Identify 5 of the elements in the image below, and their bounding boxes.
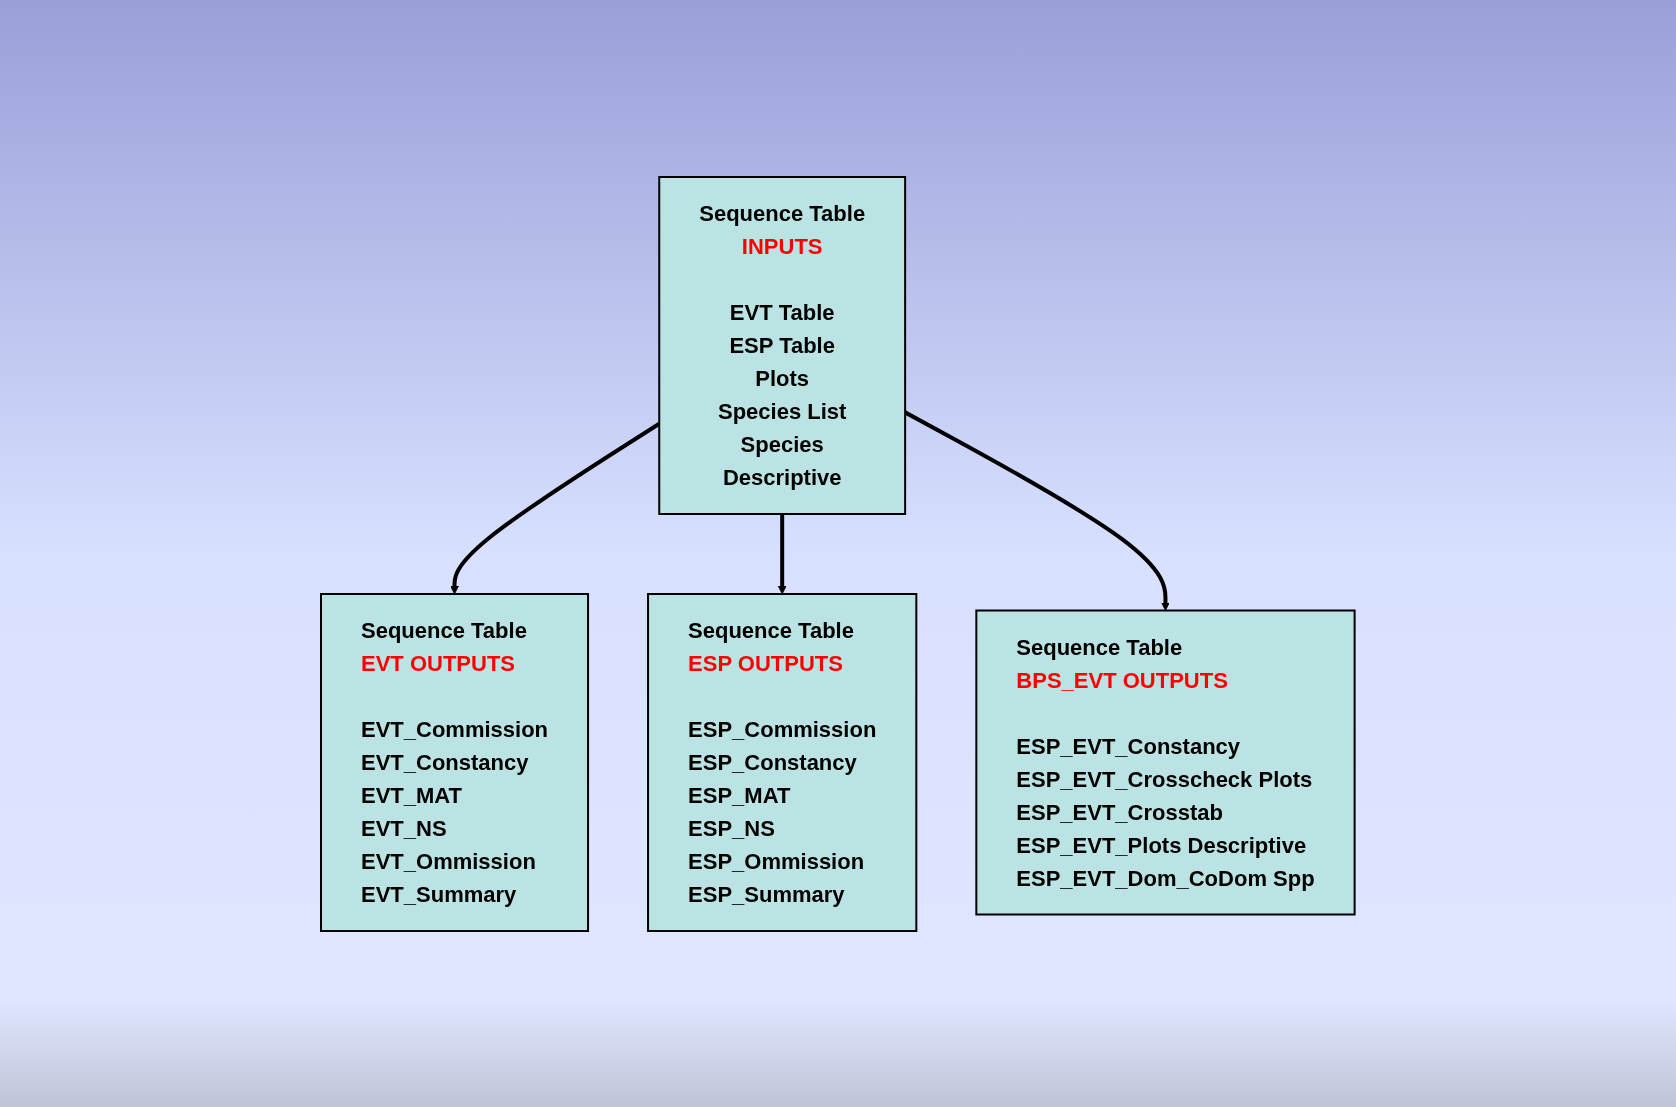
arrow — [778, 513, 787, 594]
node-box: Sequence Table BPS_EVT OUTPUTS ESP_EVT_Constancy ESP_EVT_Crosscheck Plots ESP_EVT_Crosstab ESP_EVT_Plots Descriptive ESP_EVT_Dom_CoDom Spp — [975, 609, 1356, 915]
node-box: Sequence Table EVT OUTPUTS EVT_Commission EVT_Constancy EVT_MAT EVT_NS EVT_Ommission EVT_Summary — [320, 592, 590, 932]
node-box: Sequence Table ESP OUTPUTS ESP_Commission ESP_Constancy ESP_MAT ESP_NS ESP_Ommission ESP_Summary — [647, 592, 918, 932]
node-box: Sequence Table INPUTS EVT Table ESP Table Plots Species List Species Descriptive — [658, 175, 907, 515]
